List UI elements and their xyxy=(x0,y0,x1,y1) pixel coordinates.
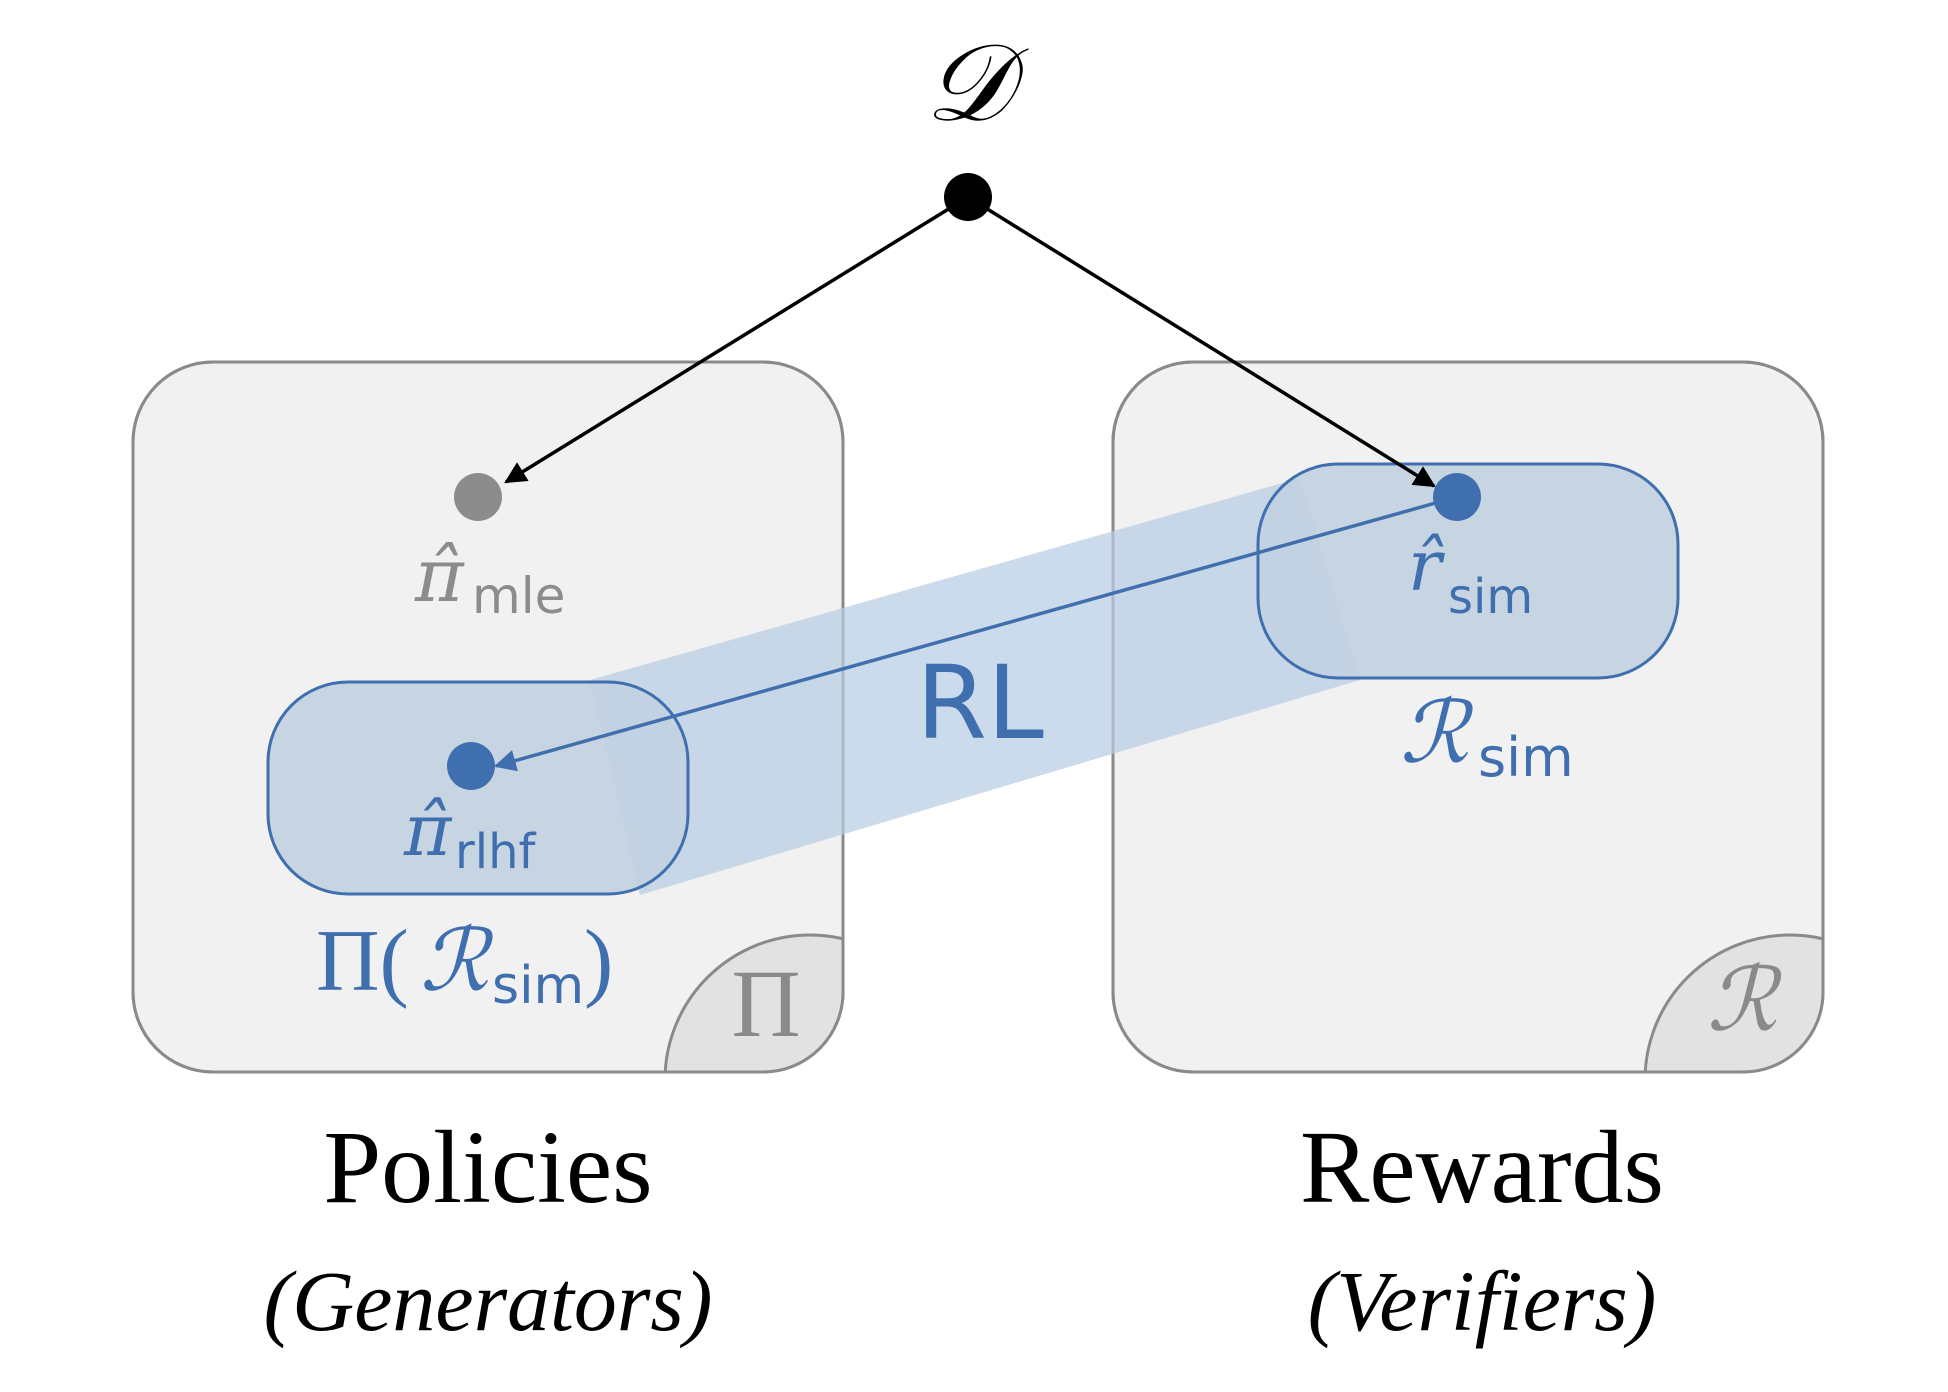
reward-sim-symbol: r̂ xyxy=(1408,525,1445,607)
rlhf-policy-node xyxy=(447,742,495,790)
rewards-subtitle: (Verifiers) xyxy=(1308,1253,1657,1349)
reward-sim-label: r̂ sim xyxy=(1408,525,1533,625)
rewards-corner-region xyxy=(1643,933,1823,1072)
rl-label: RL xyxy=(916,644,1044,763)
reward-sim-node xyxy=(1433,473,1481,521)
mle-policy-node xyxy=(454,473,502,521)
rewards-title: Rewards xyxy=(1300,1110,1664,1225)
rl-mapping-band xyxy=(590,478,1360,895)
mle-policy-label: π̂ mle xyxy=(414,533,565,625)
policies-corner-region xyxy=(663,933,843,1072)
reward-sim-region-label: ℛ sim xyxy=(1400,683,1574,789)
reward-sim-region xyxy=(1256,462,1680,680)
policies-corner-symbol: Π xyxy=(731,950,800,1057)
rlhf-policy-label: π̂ rlhf xyxy=(403,788,536,880)
rlhf-region-subscript: sim xyxy=(492,956,584,1016)
rlhf-policy-subscript: rlhf xyxy=(455,824,536,880)
mle-policy-subscript: mle xyxy=(472,567,565,625)
rlhf-region-symbol: ℛ xyxy=(420,911,494,1011)
rlhf-region-suffix: ) xyxy=(584,913,613,1010)
data-symbol: 𝒟 xyxy=(925,21,1029,146)
policies-subtitle: (Generators) xyxy=(263,1253,712,1349)
reward-sim-region-subscript: sim xyxy=(1478,726,1574,789)
arrow-data-to-reward xyxy=(967,195,1436,488)
reward-sim-subscript: sim xyxy=(1448,569,1533,625)
reward-sim-region-symbol: ℛ xyxy=(1400,683,1474,783)
rl-arrow xyxy=(493,495,1458,772)
mle-policy-symbol: π̂ xyxy=(414,533,465,619)
rlhf-region-prefix: Π( xyxy=(316,913,409,1010)
rlhf-region-label: Π( ℛ sim ) xyxy=(316,911,613,1016)
rlhf-policy-symbol: π̂ xyxy=(403,788,453,872)
data-node xyxy=(944,173,992,221)
rewards-corner-symbol: ℛ xyxy=(1707,948,1783,1051)
arrow-data-to-mle xyxy=(504,195,969,484)
policies-title: Policies xyxy=(323,1110,652,1225)
